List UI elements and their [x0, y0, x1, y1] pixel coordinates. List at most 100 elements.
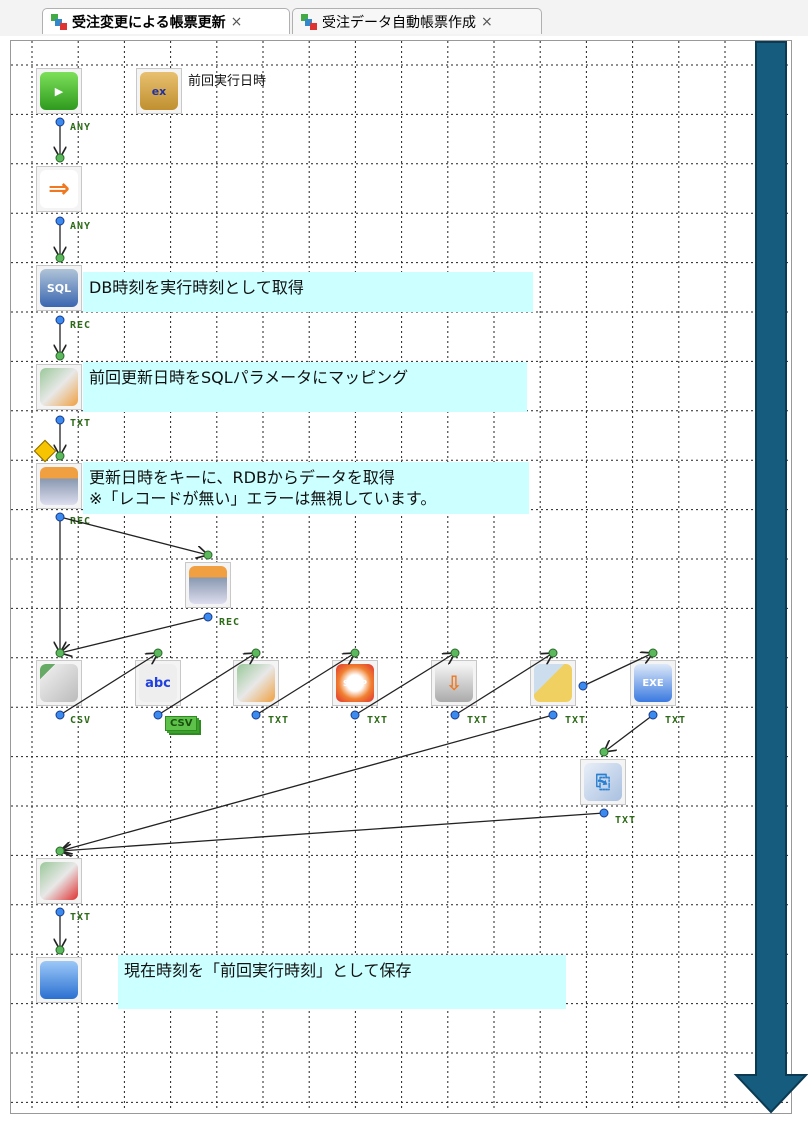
input-port [450, 648, 460, 658]
output-port [203, 612, 213, 622]
rdb-get-node[interactable] [36, 463, 82, 509]
database-get-icon [189, 566, 227, 604]
file-folder-icon [534, 664, 572, 702]
connection-line [59, 516, 208, 555]
rdb-get-node-2[interactable] [185, 562, 231, 608]
port-label: REC [219, 617, 241, 628]
output-port [55, 117, 65, 127]
connection-line [59, 653, 158, 716]
start-node[interactable]: ▶ [36, 68, 82, 114]
port-label: TXT [665, 715, 687, 726]
save-file-node[interactable]: ⇩ [431, 660, 477, 706]
port-label: TXT [268, 715, 290, 726]
port-label: TXT [467, 715, 489, 726]
output-port [55, 415, 65, 425]
comment-save[interactable]: 現在時刻を「前回実行時刻」として保存 [118, 955, 566, 1009]
connection-line [454, 653, 553, 716]
output-port [55, 216, 65, 226]
output-port [578, 681, 588, 691]
port-label: TXT [367, 715, 389, 726]
table-icon [40, 664, 78, 702]
output-port [55, 907, 65, 917]
save-variable-node[interactable] [36, 957, 82, 1003]
close-icon[interactable]: × [230, 13, 243, 30]
connection-line [255, 653, 355, 716]
exe-node[interactable]: EXE [630, 660, 676, 706]
output-port [599, 808, 609, 818]
input-port [55, 945, 65, 955]
variable-node[interactable]: ex [136, 68, 182, 114]
mapping-node[interactable] [36, 364, 82, 410]
save-icon [40, 961, 78, 999]
play-icon: ▶ [40, 72, 78, 110]
sql-node[interactable]: SQL [36, 265, 82, 311]
file-copy-icon: ⎘ [584, 763, 622, 801]
connection-line [354, 653, 455, 716]
output-port [55, 512, 65, 522]
mapping-node-2[interactable] [233, 660, 279, 706]
port-label: ANY [70, 122, 92, 133]
input-port [55, 846, 65, 856]
file-check-node[interactable] [530, 660, 576, 706]
input-port [648, 648, 658, 658]
csv-badge: CSV [165, 716, 198, 731]
exe-run-icon: EXE [634, 664, 672, 702]
input-port [55, 351, 65, 361]
input-port [203, 550, 213, 560]
output-port [153, 710, 163, 720]
database-sql-icon: SQL [40, 269, 78, 307]
mapping-icon [40, 862, 78, 900]
treasure-box-icon: ex [140, 72, 178, 110]
comment-line: ※「レコードが無い」エラーは無視しています。 [89, 489, 437, 508]
tab-order-change-report[interactable]: 受注変更による帳票更新 × [42, 8, 290, 34]
variable-label: 前回実行日時 [188, 74, 267, 89]
output-port [648, 710, 658, 720]
close-icon[interactable]: × [481, 13, 493, 30]
input-port [55, 153, 65, 163]
stop-icon: STOP [336, 664, 374, 702]
port-label: ANY [70, 221, 92, 232]
csv-parse-node[interactable]: abc [135, 660, 181, 706]
mapping-icon [237, 664, 275, 702]
input-port [251, 648, 261, 658]
comment-mapping[interactable]: 前回更新日時をSQLパラメータにマッピング [83, 362, 527, 412]
output-port [55, 315, 65, 325]
output-port [548, 710, 558, 720]
input-port [55, 648, 65, 658]
input-port [350, 648, 360, 658]
output-port [251, 710, 261, 720]
connection-line [582, 653, 653, 687]
port-label: TXT [615, 815, 637, 826]
output-port [450, 710, 460, 720]
tab-order-data-auto-report[interactable]: 受注データ自動帳票作成 × [292, 8, 542, 34]
comment-rdb-get[interactable]: 更新日時をキーに、RDBからデータを取得 ※「レコードが無い」エラーは無視していま… [83, 462, 529, 514]
port-label: TXT [70, 912, 92, 923]
connection-line [604, 714, 654, 752]
connection-line [60, 616, 209, 653]
input-port [55, 253, 65, 263]
input-port [55, 451, 65, 461]
file-copy-node[interactable]: ⎘ [580, 759, 626, 805]
tab-label: 受注データ自動帳票作成 [322, 14, 476, 31]
arrow-right-icon: ⇒ [40, 170, 78, 208]
port-label: CSV [70, 715, 92, 726]
stop-loop-node[interactable]: STOP [332, 660, 378, 706]
connection-line [60, 714, 554, 851]
input-port [548, 648, 558, 658]
mapping-node-3[interactable] [36, 858, 82, 904]
database-get-icon [40, 467, 78, 505]
input-port [153, 648, 163, 658]
dispatch-node[interactable]: ⇒ [36, 166, 82, 212]
tab-bar: 受注変更による帳票更新 × 受注データ自動帳票作成 × [0, 0, 808, 36]
flow-icon [51, 13, 67, 30]
csv-write-node[interactable] [36, 660, 82, 706]
port-label: TXT [565, 715, 587, 726]
comment-line: 更新日時をキーに、RDBからデータを取得 [89, 468, 395, 487]
tab-label: 受注変更による帳票更新 [72, 14, 226, 31]
comment-db-time[interactable]: DB時刻を実行時刻として取得 [83, 272, 533, 312]
drive-download-icon: ⇩ [435, 664, 473, 702]
flow-canvas[interactable] [10, 40, 792, 1114]
output-port [350, 710, 360, 720]
